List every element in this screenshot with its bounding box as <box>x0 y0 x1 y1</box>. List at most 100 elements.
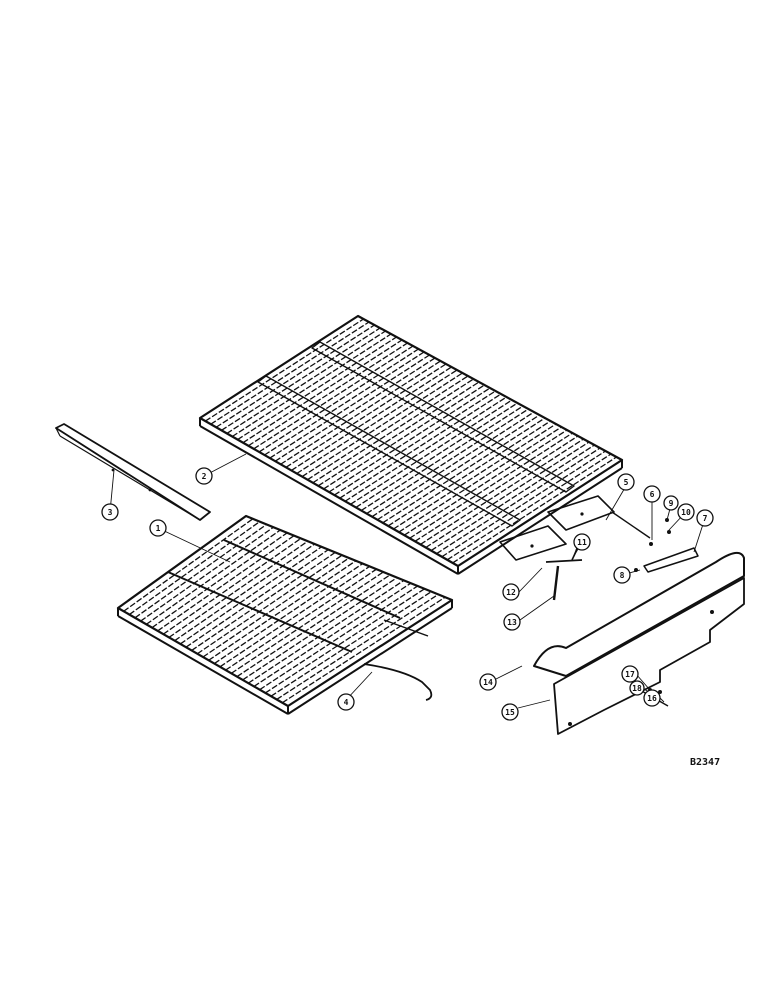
louvre-slat <box>236 574 391 678</box>
callout-7: 7 <box>696 509 714 527</box>
louvre-slat <box>350 399 513 505</box>
callout-label: 16 <box>647 694 657 703</box>
louvre-slat <box>446 453 612 561</box>
callout-label: 4 <box>344 698 349 707</box>
louvre-slat <box>225 568 377 671</box>
louvre-slat <box>221 327 381 431</box>
louvre-slat <box>355 402 518 508</box>
louvre-slat <box>253 345 414 450</box>
callout-label: 6 <box>650 490 655 499</box>
louvre-slat <box>259 585 419 691</box>
upper-sieve-louvres <box>205 318 617 564</box>
louvre-slat <box>441 450 606 558</box>
side-board-part <box>55 423 211 521</box>
louvre-slat <box>242 577 398 681</box>
callout-label: 1 <box>156 524 161 533</box>
callout-16: 16 <box>643 689 661 707</box>
louvre-slat <box>247 579 405 684</box>
louvre-slat <box>452 456 617 564</box>
louvre-slat <box>281 596 446 704</box>
louvre-slat <box>409 432 573 539</box>
louvre-slat <box>430 444 595 552</box>
callout-12: 12 <box>502 583 520 601</box>
louvre-slat <box>140 526 274 622</box>
louvre-slat <box>134 523 267 619</box>
callout-18: 18 <box>629 680 645 696</box>
louvre-slat <box>219 565 370 668</box>
callout-8: 8 <box>613 566 631 584</box>
louvre-slat <box>360 405 524 512</box>
side-shield-part <box>533 551 745 735</box>
louvre-slat <box>162 537 302 635</box>
callout-2: 2 <box>195 467 213 485</box>
louvre-slat <box>145 529 281 625</box>
louvre-slat <box>366 408 529 515</box>
callout-label: 9 <box>669 499 674 508</box>
louvre-slat <box>196 554 343 655</box>
louvre-slat <box>382 417 546 524</box>
callout-label: 18 <box>632 684 642 693</box>
callout-label: 10 <box>681 508 691 517</box>
louvre-slat <box>393 423 557 530</box>
louvre-slat <box>398 426 562 533</box>
upper-sieve-part <box>198 314 624 575</box>
louvre-slat <box>371 411 535 518</box>
louvre-slat <box>425 441 590 549</box>
louvre-slat <box>210 321 370 425</box>
louvre-slat <box>215 324 375 428</box>
callout-label: 7 <box>703 514 708 523</box>
callout-9: 9 <box>663 495 679 511</box>
louvre-slat <box>157 535 295 632</box>
callout-15: 15 <box>501 703 519 721</box>
callout-label: 8 <box>620 571 625 580</box>
callout-label: 15 <box>505 708 515 717</box>
lower-sieve-part <box>116 514 454 715</box>
louvre-slat <box>387 420 551 527</box>
louvre-slat <box>231 333 392 438</box>
figure-reference-code: B2347 <box>690 757 720 768</box>
callout-10: 10 <box>677 503 695 521</box>
louvre-slat <box>202 557 350 658</box>
louvre-slat <box>403 429 568 536</box>
callout-4: 4 <box>337 693 355 711</box>
louvre-slat <box>208 560 357 661</box>
louvre-slat <box>191 551 336 652</box>
callout-label: 17 <box>625 670 635 679</box>
callout-label: 12 <box>506 588 516 597</box>
louvre-slat <box>226 330 386 434</box>
louvre-slat <box>420 438 584 545</box>
callout-3: 3 <box>101 503 119 521</box>
louvre-slat <box>151 532 288 629</box>
mounting-plates <box>499 495 615 561</box>
callout-label: 5 <box>624 478 629 487</box>
adjusting-rod-part <box>363 663 433 701</box>
callout-label: 3 <box>108 508 113 517</box>
callout-17: 17 <box>621 665 639 683</box>
callout-label: 11 <box>577 538 587 547</box>
louvre-slat <box>213 563 364 665</box>
callout-6: 6 <box>643 485 661 503</box>
louvre-slat <box>253 582 412 687</box>
louvre-slat <box>128 521 261 616</box>
louvre-slat <box>344 396 507 502</box>
louvre-slat <box>179 546 322 645</box>
strap-and-bolt-part <box>611 511 699 573</box>
louvre-slat <box>174 543 316 642</box>
louvre-slat <box>248 342 408 447</box>
lower-sieve-louvres <box>123 518 446 704</box>
callout-13: 13 <box>503 613 521 631</box>
callout-label: 13 <box>507 618 517 627</box>
callout-1: 1 <box>149 519 167 537</box>
louvre-slat <box>185 549 329 648</box>
callout-label: 2 <box>202 472 207 481</box>
callout-5: 5 <box>617 473 635 491</box>
louvre-slat <box>205 318 364 422</box>
louvre-slat <box>414 435 579 542</box>
callout-14: 14 <box>479 673 497 691</box>
louvre-slat <box>276 593 439 701</box>
louvre-slat <box>123 518 254 612</box>
louvre-slat <box>242 339 403 444</box>
callout-11: 11 <box>573 533 591 551</box>
callout-label: 14 <box>483 678 493 687</box>
